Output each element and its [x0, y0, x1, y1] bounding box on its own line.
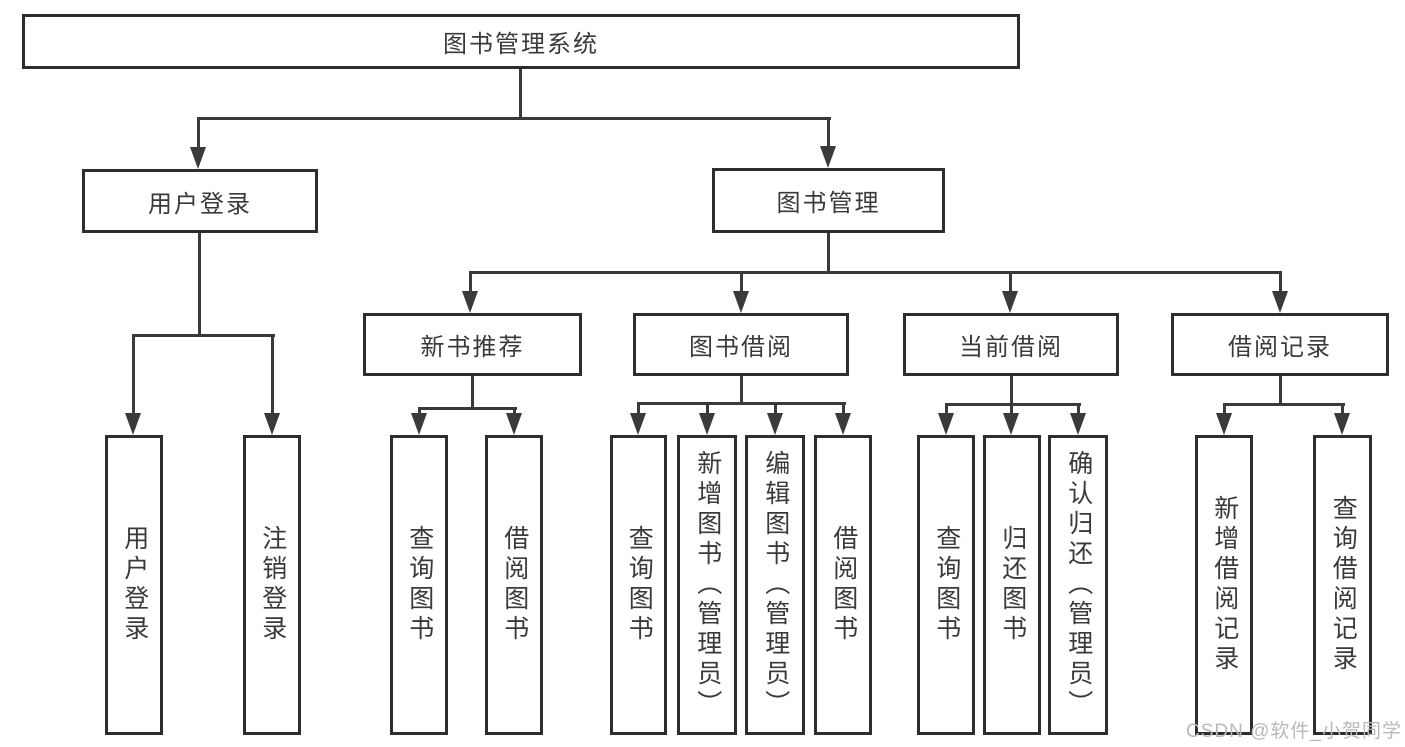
connector-line: [706, 402, 709, 415]
connector-line: [418, 407, 517, 410]
connector-line: [740, 376, 743, 405]
connector-line: [1009, 271, 1012, 293]
leaf-edit-books-admin: 编辑图书（管理员）: [745, 435, 805, 735]
leaf-add-borrow-record-label: 新增借阅记录: [1210, 495, 1239, 675]
leaf-borrowing-query-books: 查询图书: [610, 435, 667, 735]
leaf-recommend-query-books-label: 查询图书: [405, 525, 434, 645]
connector-line: [519, 69, 522, 119]
leaf-query-borrow-record-label: 查询借阅记录: [1329, 495, 1358, 675]
connector-line: [945, 403, 948, 415]
arrow-down-icon: [1272, 291, 1288, 313]
leaf-user-login-label: 用户登录: [120, 525, 149, 645]
connector-line: [198, 233, 201, 337]
connector-line: [1010, 403, 1013, 415]
arrow-down-icon: [125, 413, 141, 435]
connector-line: [827, 117, 830, 148]
leaf-borrow-books: 借阅图书: [814, 435, 872, 735]
connector-line: [132, 334, 135, 415]
connector-line: [637, 402, 846, 405]
connector-line: [637, 402, 640, 415]
connector-line: [197, 117, 200, 149]
node-current-borrowing-label: 当前借阅: [959, 334, 1063, 361]
arrow-down-icon: [767, 413, 783, 435]
node-borrow-records: 借阅记录: [1171, 313, 1389, 376]
leaf-add-books-admin-label: 新增图书（管理员）: [693, 450, 722, 720]
node-borrow-records-label: 借阅记录: [1228, 334, 1332, 361]
leaf-user-login: 用户登录: [105, 435, 163, 735]
node-book-management: 图书管理: [712, 168, 945, 233]
connector-line: [1223, 403, 1226, 415]
leaf-confirm-return-admin-label: 确认归还（管理员）: [1064, 450, 1093, 720]
leaf-confirm-return-admin: 确认归还（管理员）: [1048, 435, 1108, 735]
connector-line: [945, 403, 1081, 406]
leaf-recommend-borrow-books-label: 借阅图书: [500, 525, 529, 645]
leaf-logout-label: 注销登录: [258, 525, 287, 645]
node-user-login-label: 用户登录: [148, 190, 252, 218]
leaf-recommend-borrow-books: 借阅图书: [485, 435, 543, 735]
connector-line: [471, 376, 474, 410]
node-root: 图书管理系统: [22, 14, 1020, 69]
leaf-current-query-books-label: 查询图书: [932, 525, 961, 645]
node-new-book-recommend: 新书推荐: [363, 313, 582, 376]
leaf-recommend-query-books: 查询图书: [390, 435, 448, 735]
node-new-book-recommend-label: 新书推荐: [420, 334, 525, 361]
leaf-add-borrow-record: 新增借阅记录: [1195, 435, 1253, 735]
leaf-borrowing-query-books-label: 查询图书: [625, 525, 654, 645]
connector-line: [1341, 403, 1344, 415]
node-book-management-label: 图书管理: [776, 190, 881, 217]
arrow-down-icon: [938, 413, 954, 435]
csdn-watermark: CSDN @软件_小贺同学: [1186, 721, 1402, 742]
arrow-down-icon: [630, 413, 646, 435]
connector-line: [418, 407, 421, 415]
leaf-add-books-admin: 新增图书（管理员）: [677, 435, 737, 735]
arrow-down-icon: [733, 291, 749, 313]
connector-line: [197, 117, 831, 120]
connector-line: [513, 407, 516, 415]
arrow-down-icon: [820, 146, 836, 168]
leaf-edit-books-admin-label: 编辑图书（管理员）: [761, 450, 790, 720]
connector-line: [132, 334, 275, 337]
connector-line: [1077, 403, 1080, 415]
leaf-logout: 注销登录: [243, 435, 301, 735]
node-book-borrowing-label: 图书借阅: [689, 334, 793, 361]
arrow-down-icon: [1334, 413, 1350, 435]
arrow-down-icon: [506, 413, 522, 435]
arrow-down-icon: [835, 413, 851, 435]
leaf-return-books-label: 归还图书: [998, 525, 1027, 645]
connector-line: [469, 271, 1282, 274]
node-current-borrowing: 当前借阅: [903, 313, 1119, 376]
arrow-down-icon: [699, 413, 715, 435]
leaf-borrow-books-label: 借阅图书: [829, 525, 858, 645]
node-root-label: 图书管理系统: [443, 31, 599, 58]
connector-line: [827, 233, 830, 274]
connector-line: [469, 271, 472, 293]
connector-line: [271, 334, 274, 415]
connector-line: [842, 402, 845, 415]
arrow-down-icon: [190, 147, 206, 169]
arrow-down-icon: [264, 413, 280, 435]
leaf-current-query-books: 查询图书: [917, 435, 975, 735]
leaf-return-books: 归还图书: [983, 435, 1041, 735]
arrow-down-icon: [1003, 413, 1019, 435]
arrow-down-icon: [411, 413, 427, 435]
leaf-query-borrow-record: 查询借阅记录: [1313, 435, 1372, 735]
node-book-borrowing: 图书借阅: [633, 313, 849, 376]
connector-line: [774, 402, 777, 415]
connector-line: [1223, 403, 1345, 406]
connector-line: [740, 271, 743, 293]
arrow-down-icon: [1070, 413, 1086, 435]
node-user-login: 用户登录: [82, 169, 318, 233]
arrow-down-icon: [1002, 291, 1018, 313]
arrow-down-icon: [1216, 413, 1232, 435]
connector-line: [1279, 376, 1282, 406]
arrow-down-icon: [462, 291, 478, 313]
connector-line: [1010, 376, 1013, 406]
connector-line: [1279, 271, 1282, 293]
